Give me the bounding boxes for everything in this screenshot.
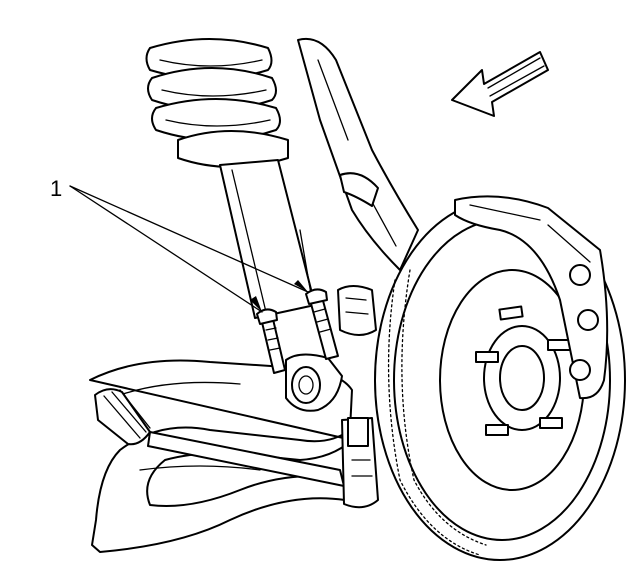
strut-mount — [285, 353, 343, 412]
coil-spring — [145, 38, 289, 168]
tie-rod-end — [341, 417, 379, 509]
leader-arrowhead — [250, 296, 262, 312]
callout-number: 1 — [50, 176, 62, 201]
brake-caliper — [454, 195, 609, 400]
bolt-icon — [256, 308, 286, 374]
leader-line — [69, 185, 309, 293]
wheel-hub — [475, 305, 571, 436]
leader-arrowhead — [294, 280, 308, 292]
bolt-icon — [305, 288, 339, 360]
steering-knuckle — [297, 38, 419, 336]
leader-line — [69, 185, 263, 313]
lower-control-arm — [89, 359, 353, 553]
callout-1: 1 — [50, 176, 309, 313]
arrow-icon — [451, 51, 549, 117]
